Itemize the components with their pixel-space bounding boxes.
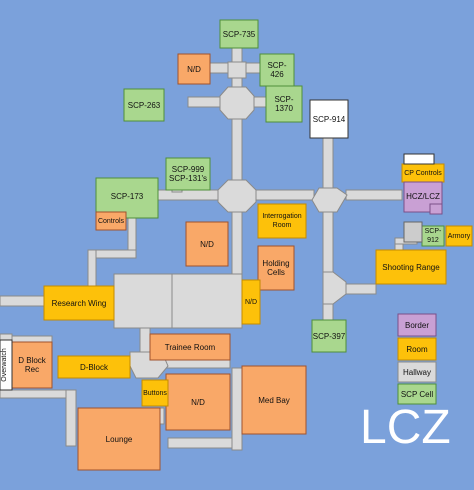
hallway bbox=[231, 367, 243, 451]
junction-hub bbox=[217, 179, 257, 213]
junction-hub bbox=[311, 187, 348, 213]
junction-hub bbox=[219, 86, 255, 120]
room-research-wing bbox=[43, 285, 115, 321]
room-d-block-rec bbox=[11, 341, 53, 389]
scp-999-131-cell bbox=[165, 157, 211, 191]
room-holding-cells bbox=[257, 245, 295, 291]
scp-1370-cell bbox=[265, 85, 303, 123]
legend-border-swatch bbox=[397, 313, 437, 337]
hallway bbox=[253, 189, 315, 201]
hallway bbox=[231, 117, 243, 181]
scp-426-cell bbox=[259, 53, 295, 87]
room-buttons bbox=[141, 379, 169, 407]
junction-hub bbox=[322, 271, 347, 305]
legend bbox=[397, 313, 437, 405]
hallway bbox=[139, 327, 151, 353]
hallway bbox=[345, 189, 403, 201]
scp-173-cell bbox=[95, 177, 159, 219]
room-nd-top bbox=[177, 53, 211, 85]
hallway bbox=[231, 209, 243, 275]
label-overwatch: Overwatch bbox=[1, 348, 8, 382]
room-overwatch bbox=[0, 339, 13, 391]
hallway bbox=[0, 389, 67, 399]
hallway bbox=[209, 62, 231, 74]
room-cp-block bbox=[403, 153, 435, 165]
legend-scp-cell-swatch bbox=[397, 383, 437, 405]
scp-263-cell bbox=[123, 88, 165, 122]
hallway bbox=[171, 273, 243, 329]
hallway bbox=[11, 335, 53, 343]
room-shooting-range bbox=[375, 249, 447, 285]
hallway bbox=[322, 137, 334, 191]
scp-912-cell bbox=[421, 225, 445, 247]
hallway bbox=[157, 189, 221, 201]
room-nd-right bbox=[241, 279, 261, 325]
hallway bbox=[87, 249, 97, 287]
hallway bbox=[322, 301, 334, 321]
hallway bbox=[65, 389, 77, 447]
hallway bbox=[187, 96, 221, 108]
room-scp-914 bbox=[309, 99, 349, 139]
border-checkpoint-base bbox=[429, 203, 443, 215]
room-cp-controls bbox=[401, 163, 445, 183]
hallway bbox=[322, 211, 334, 273]
room-armory bbox=[445, 225, 473, 247]
room-interrogation bbox=[257, 203, 307, 239]
legend-hallway-swatch bbox=[397, 361, 437, 383]
scp-735-cell bbox=[219, 19, 259, 49]
hallway bbox=[167, 437, 233, 449]
hallway bbox=[0, 295, 45, 307]
room-controls bbox=[95, 211, 127, 231]
scp-397-cell bbox=[311, 319, 347, 353]
junction-hub bbox=[227, 61, 247, 79]
room-d-block bbox=[57, 355, 131, 379]
hallway bbox=[113, 273, 173, 329]
room-nd-mid bbox=[185, 221, 229, 267]
hallway bbox=[343, 283, 377, 295]
armory-block bbox=[403, 221, 423, 243]
legend-room-swatch bbox=[397, 337, 437, 361]
zone-label: LCZ bbox=[360, 401, 451, 454]
room-lounge bbox=[77, 407, 161, 471]
room-nd-bottom bbox=[165, 373, 231, 431]
room-med-bay bbox=[241, 365, 307, 435]
room-trainee bbox=[149, 333, 231, 361]
